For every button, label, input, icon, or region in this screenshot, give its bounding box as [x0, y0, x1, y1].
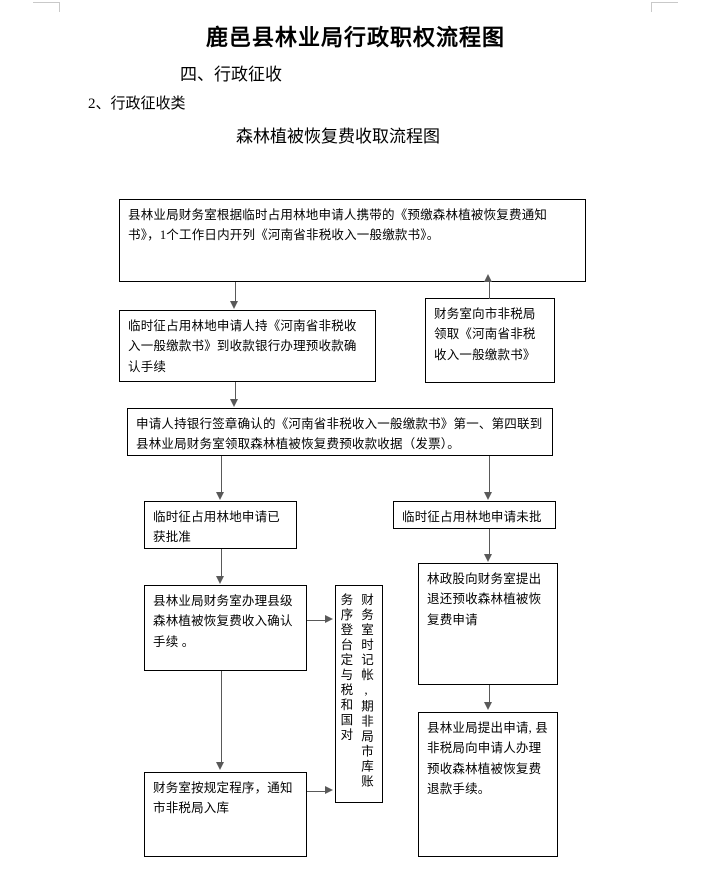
flow-node-10: 县林业局提出申请, 县非税局向申请人办理预收森林植被恢复费退款手续。 — [418, 712, 558, 857]
connector-n6-n8-arrow — [484, 554, 492, 562]
connector-n4-n5 — [221, 456, 222, 493]
section-label: 2、行政征收类 — [88, 96, 186, 112]
connector-n9-n11 — [307, 791, 326, 792]
connector-n3-n1-arrow — [484, 274, 492, 282]
flow-node-6: 临时征占用林地申请未批 — [393, 501, 556, 529]
connector-n3-n1 — [489, 282, 490, 299]
page-margin-mark-top-left — [33, 2, 60, 12]
connector-n5-n7 — [221, 549, 222, 577]
connector-n8-n10-arrow — [484, 702, 492, 710]
flow-node-2: 临时征占用林地申请人持《河南省非税收入一般缴款书》到收款银行办理预收款确认手续 — [119, 310, 376, 382]
connector-n4-n6-arrow — [484, 492, 492, 500]
connector-n4-n6 — [489, 456, 490, 493]
connector-n8-n10 — [489, 685, 490, 703]
flow-node-11-vertical-ledger-note: 财务室时记帐,期非局市库账务序登台定与税和国对 — [335, 585, 383, 803]
flow-node-7: 县林业局财务室办理县级森林植被恢复费收入确认手续 。 — [144, 585, 307, 671]
flow-node-4: 申请人持银行签章确认的《河南省非税收入一般缴款书》第一、第四联到县林业局财务室领… — [127, 408, 553, 456]
flow-node-1: 县林业局财务室根据临时占用林地申请人携带的《预缴森林植被恢复费通知书》，1个工作… — [119, 199, 586, 282]
connector-n7-n9 — [221, 671, 222, 763]
connector-n5-n7-arrow — [216, 576, 224, 584]
flow-node-5: 临时征占用林地申请已获批准 — [144, 501, 297, 549]
connector-n6-n8 — [489, 529, 490, 555]
connector-n1-n2 — [235, 282, 236, 302]
section-subtitle: 四、行政征收 — [180, 65, 282, 84]
connector-n7-n11-arrow — [325, 615, 333, 623]
connector-n7-n11 — [307, 620, 326, 621]
flow-node-8: 林政股向财务室提出退还预收森林植被恢复费申请 — [418, 563, 558, 685]
connector-n1-n2-arrow — [230, 301, 238, 309]
connector-n2-n4-arrow — [230, 399, 238, 407]
connector-n4-n5-arrow — [216, 492, 224, 500]
connector-n2-n4 — [235, 382, 236, 400]
page-title: 鹿邑县林业局行政职权流程图 — [205, 25, 505, 50]
connector-n9-n11-arrow — [325, 786, 333, 794]
flow-node-9: 财务室按规定程序，通知市非税局入库 — [144, 772, 307, 857]
page-margin-mark-top-right — [651, 2, 678, 12]
flowchart-title: 森林植被恢复费收取流程图 — [236, 127, 440, 146]
connector-n7-n9-arrow — [216, 762, 224, 770]
flow-node-3: 财务室向市非税局领取《河南省非税收入一般缴款书》 — [425, 298, 555, 383]
